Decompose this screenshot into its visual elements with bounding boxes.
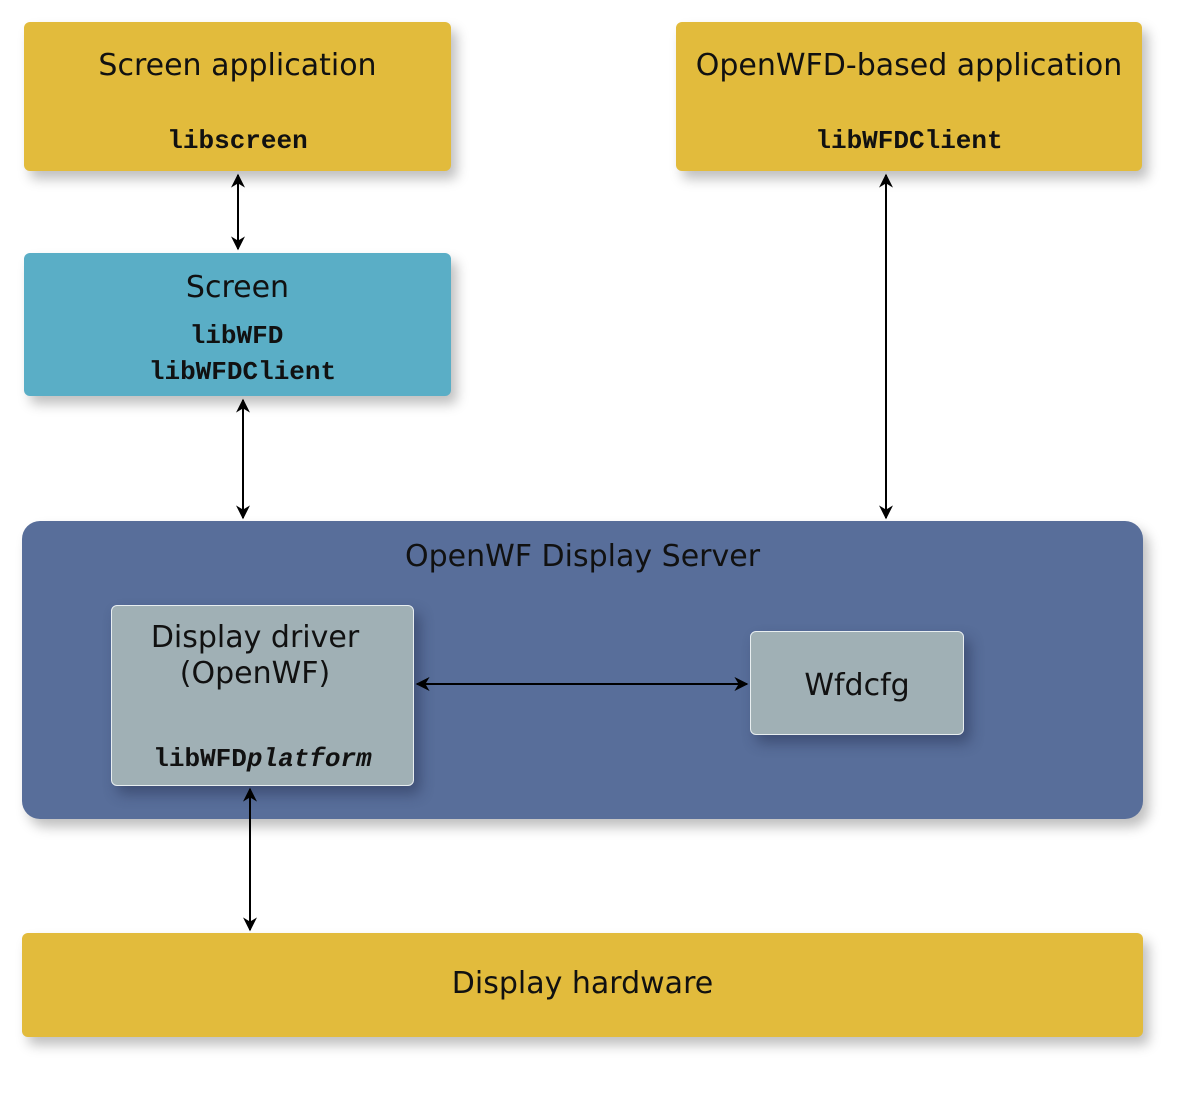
screen-application-box: Screen application libscreen <box>24 22 451 171</box>
libwfd-label: libWFD <box>189 321 284 351</box>
screen-box: Screen libWFD libWFDClient <box>24 253 451 396</box>
display-hardware-box: Display hardware <box>22 933 1143 1037</box>
openwfd-application-title: OpenWFD-based application <box>695 48 1123 83</box>
display-driver-title-line1: Display driver <box>150 620 360 655</box>
display-driver-title-line2: (OpenWF) <box>179 656 331 691</box>
openwf-display-server-title: OpenWF Display Server <box>404 539 761 574</box>
libwfdplatform-label: libWFDplatform <box>112 744 413 774</box>
libwfdplatform-prefix: libWFD <box>153 744 247 774</box>
openwfd-application-box: OpenWFD-based application libWFDClient <box>676 22 1142 171</box>
libscreen-label: libscreen <box>167 126 308 156</box>
display-hardware-title: Display hardware <box>451 966 714 1001</box>
display-driver-box: Display driver (OpenWF) libWFDplatform <box>111 605 414 786</box>
wfdcfg-box: Wfdcfg <box>750 631 964 735</box>
screen-application-title: Screen application <box>98 48 377 83</box>
libwfdclient-label: libWFDClient <box>815 126 1003 156</box>
screen-libwfdclient-label: libWFDClient <box>148 357 337 387</box>
wfdcfg-title: Wfdcfg <box>804 668 910 703</box>
libwfdplatform-suffix: platform <box>246 744 372 774</box>
screen-title: Screen <box>185 270 290 305</box>
